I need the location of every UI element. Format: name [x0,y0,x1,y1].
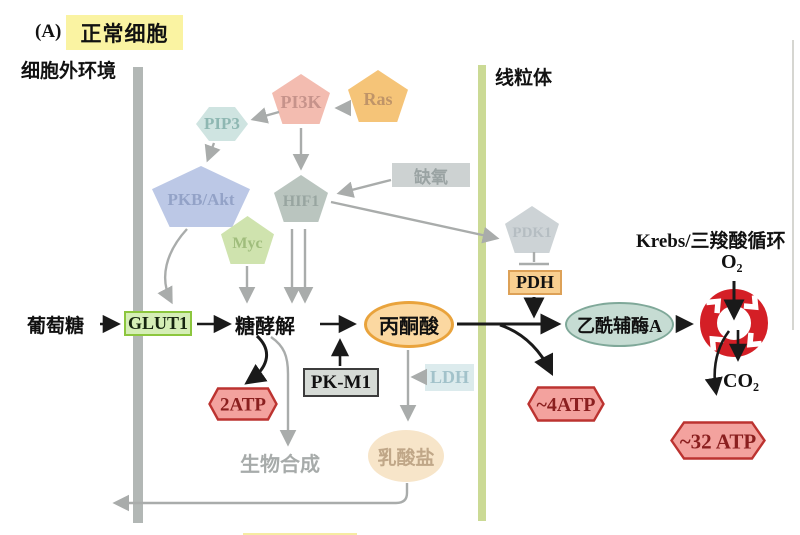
arrow-pkb-to-glut1 [157,228,188,305]
arrow-lactate-export [112,483,409,512]
arrow-krebs-to-32atp [704,330,731,396]
pk-m1-label: PK-M1 [310,371,372,393]
atp2-node: 2ATP [208,387,278,421]
atp4-label: ~4ATP [537,394,596,416]
arrow-glycolysis-to-biosynthesis [270,336,297,447]
ldh-label: LDH [429,367,469,387]
biosynthesis-label: 生物合成 [240,454,320,476]
arrow-pi3k-to-pip3 [250,107,280,124]
pk-m1-node: PK-M1 [303,368,379,397]
glut1-label: GLUT1 [127,313,188,333]
atp4-node: ~4ATP [527,386,605,422]
pkb-akt-label: PKB/Akt [167,190,235,209]
atp4-hexagon [527,386,605,422]
krebs-cycle-label: Krebs/三羧酸循环 [636,231,786,252]
lactate-node: 乳酸盐 [368,430,444,482]
pdh-label: PDH [516,272,554,292]
pdh-node: PDH [508,270,562,295]
mitochondria-membrane-bar [478,65,486,521]
arrow-branch-to-4atp [499,323,554,377]
krebs-ring-chevrons [706,295,762,351]
hypoxia-node: 缺氧 [392,163,470,187]
atp2-label: 2ATP [220,395,266,416]
ras-label: Ras [363,89,393,109]
panel-title-highlight: 正常细胞 [66,15,183,50]
ldh-node: LDH [425,364,474,391]
co2-label: CO₂ [723,370,759,392]
panel-b-edge-line [792,40,794,330]
arrow-hif1-to-pdk1 [330,200,500,244]
atp32-hexagon [670,421,766,460]
acetyl-coa-node: 乙酰辅酶A [565,302,674,347]
next-panel-highlight-sliver [243,533,357,535]
pip3-node: PIP3 [196,107,248,141]
atp32-label: ~32 ATP [680,430,757,454]
hif1-label: HIF1 [282,193,320,210]
atp32-node: ~32 ATP [670,421,766,460]
o2-label: O₂ [721,251,743,273]
panel-label: (A) [35,21,62,42]
hypoxia-label: 缺氧 [414,167,448,187]
acetyl-coa-label: 乙酰辅酶A [577,315,662,336]
cell-membrane-bar [133,67,143,523]
pi3k-label: PI3K [280,92,322,112]
lactate-label: 乳酸盐 [377,447,435,469]
glut1-node: GLUT1 [124,311,192,336]
arrow-pip3-to-pkb [204,142,221,163]
pip3-label: PIP3 [204,114,240,133]
atp2-hexagon [208,387,278,421]
arrow-hypoxia-to-hif1 [336,178,392,198]
ras-node: Ras [348,70,408,122]
pyruvate-label: 丙酮酸 [379,316,439,338]
glucose-label: 葡萄糖 [27,316,85,337]
pdk1-node: PDK1 [505,206,559,253]
myc-label: Myc [232,234,263,252]
pyruvate-node: 丙酮酸 [364,301,454,348]
pdk1-label: PDK1 [512,224,552,241]
arrow-glycolysis-to-2atp [244,334,269,385]
glycolysis-label: 糖酵解 [235,316,295,338]
panel-title: 正常细胞 [80,21,169,46]
extracellular-label: 细胞外环境 [21,61,117,82]
mitochondria-label: 线粒体 [495,68,553,89]
